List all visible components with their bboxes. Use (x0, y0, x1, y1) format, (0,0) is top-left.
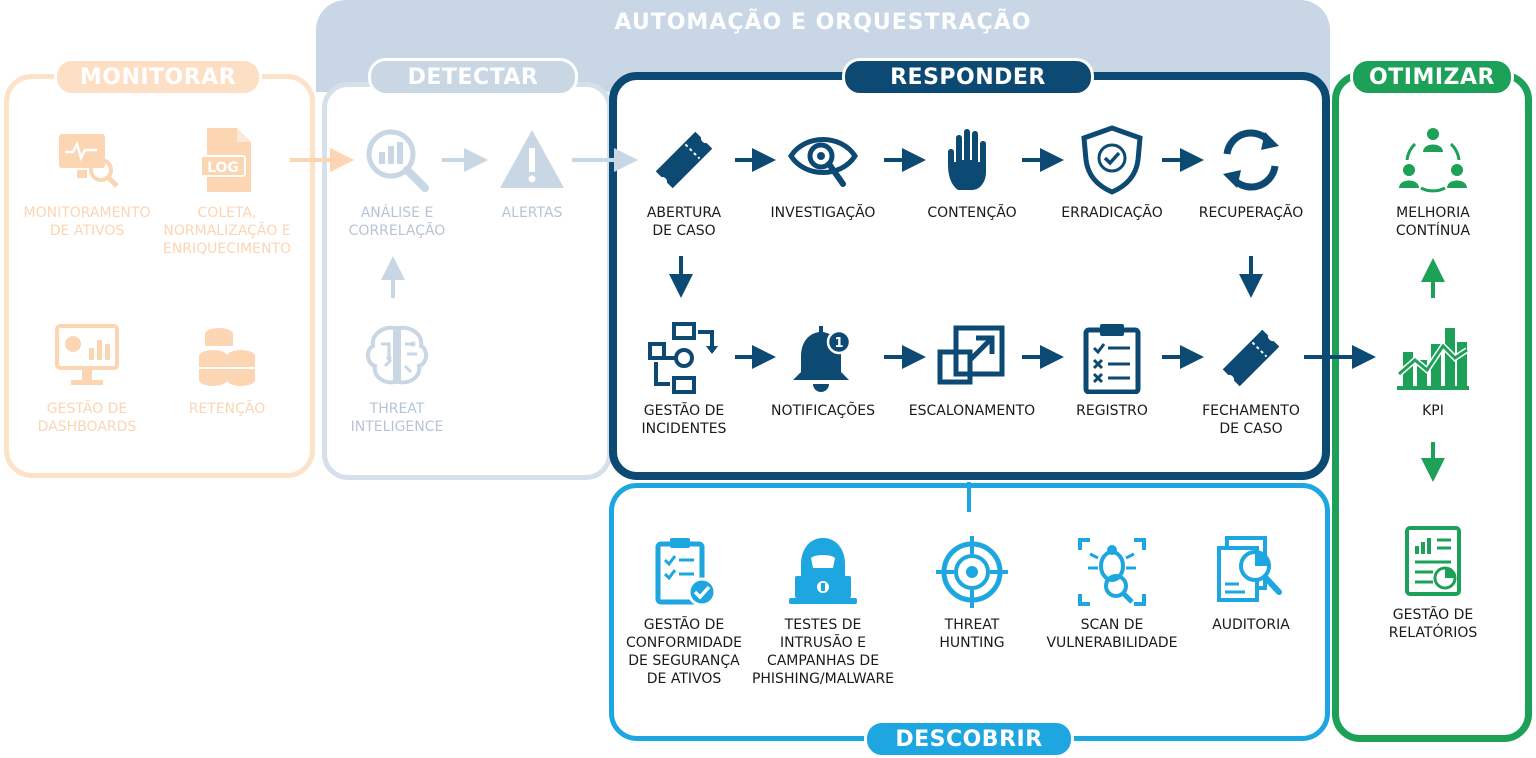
node-gestao-de-incidentes: GESTÃO DE INCIDENTES (609, 322, 759, 438)
expand-arrow-icon (937, 325, 1005, 385)
node-gestao-de-conformidade: GESTÃO DE CONFORMIDADE DE SEGURANÇA DE A… (609, 536, 759, 688)
node-kpi: KPI (1358, 322, 1508, 420)
node-abertura-de-caso: ABERTURA DE CASO (609, 124, 759, 240)
workflow-icon (648, 322, 718, 394)
node-retencao: RETENÇÃO (152, 320, 302, 418)
section-otimizar (1332, 72, 1532, 742)
node-label: ERRADICAÇÃO (1061, 205, 1163, 221)
log-file-icon: LOG (200, 128, 251, 192)
node-label: ESCALONAMENTO (908, 403, 1036, 419)
node-label: THREAT HUNTING (939, 617, 1005, 651)
clipboard-checklist-icon (1083, 324, 1141, 394)
node-coleta: LOG COLETA, NORMALIZAÇÃO E ENRIQUECIMENT… (152, 124, 302, 258)
node-label: REGISTRO (1076, 403, 1148, 419)
refresh-icon (1223, 129, 1279, 191)
node-escalonamento: ESCALONAMENTO (897, 322, 1047, 420)
node-erradicacao: ERRADICAÇÃO (1037, 124, 1187, 222)
hacker-laptop-icon (789, 538, 857, 604)
crosshair-icon (936, 536, 1008, 608)
section-title-responder: RESPONDER (842, 58, 1094, 96)
ticket-icon (655, 131, 713, 189)
report-document-icon (1405, 526, 1461, 596)
database-icon (199, 328, 255, 386)
node-label: COLETA, NORMALIZAÇÃO E ENRIQUECIMENTO (162, 205, 292, 257)
audit-report-icon (1217, 536, 1282, 602)
brain-circuit-icon (366, 325, 428, 385)
warning-icon (500, 130, 564, 188)
bug-scan-icon (1078, 538, 1146, 606)
compliance-clipboard-icon (655, 538, 717, 607)
team-cycle-icon (1399, 128, 1467, 193)
kpi-chart-icon (1397, 328, 1469, 390)
node-label: FECHAMENTO DE CASO (1202, 403, 1300, 437)
node-contencao: CONTENÇÃO (897, 124, 1047, 222)
monitor-search-icon (59, 134, 119, 188)
node-scan-de-vulnerabilidade: SCAN DE VULNERABILIDADE (1037, 536, 1187, 652)
node-label: RECUPERAÇÃO (1198, 205, 1304, 221)
node-label: CONTENÇÃO (927, 205, 1017, 221)
node-label: GESTÃO DE INCIDENTES (641, 403, 727, 437)
node-label: GESTÃO DE RELATÓRIOS (1388, 607, 1478, 641)
node-fechamento-de-caso: FECHAMENTO DE CASO (1176, 322, 1326, 438)
node-label: ABERTURA DE CASO (646, 205, 722, 239)
automation-band-title: AUTOMAÇÃO E ORQUESTRAÇÃO (614, 10, 1032, 35)
node-label: RETENÇÃO (188, 401, 266, 417)
section-title-otimizar: OTIMIZAR (1350, 58, 1514, 96)
node-registro: REGISTRO (1037, 322, 1187, 420)
node-melhoria-continua: MELHORIA CONTÍNUA (1358, 124, 1508, 240)
node-label: MELHORIA CONTÍNUA (1395, 205, 1471, 239)
ticket-icon (1222, 329, 1280, 387)
node-label: THREAT INTELIGENCE (350, 401, 444, 435)
bell-icon: 1 (793, 326, 852, 392)
node-label: AUDITORIA (1212, 617, 1290, 633)
node-auditoria: AUDITORIA (1176, 536, 1326, 634)
node-notificacoes: 1 NOTIFICAÇÕES (748, 322, 898, 420)
node-recuperacao: RECUPERAÇÃO (1176, 124, 1326, 222)
node-analise-e-correlacao: ANÁLISE E CORRELAÇÃO (322, 124, 472, 240)
node-label: SCAN DE VULNERABILIDADE (1046, 617, 1178, 651)
node-label: NOTIFICAÇÕES (771, 403, 875, 419)
dashboard-monitor-icon (55, 324, 119, 385)
shield-check-icon (1081, 125, 1143, 195)
node-label: KPI (1422, 403, 1444, 419)
node-threat-inteligence: THREAT INTELIGENCE (322, 320, 472, 436)
node-investigacao: INVESTIGAÇÃO (748, 124, 898, 222)
hand-stop-icon (948, 129, 986, 190)
node-label: GESTÃO DE CONFORMIDADE DE SEGURANÇA DE A… (625, 617, 742, 687)
node-gestao-de-dashboards: GESTÃO DE DASHBOARDS (12, 320, 162, 436)
notification-badge: 1 (834, 336, 843, 351)
node-monitoramento-de-ativos: MONITORAMENTO DE ATIVOS (12, 124, 162, 240)
node-label: TESTES DE INTRUSÃO E CAMPANHAS DE PHISHI… (751, 617, 895, 687)
section-descobrir (609, 483, 1330, 741)
node-testes-de-intrusao: TESTES DE INTRUSÃO E CAMPANHAS DE PHISHI… (748, 536, 898, 688)
node-threat-hunting: THREAT HUNTING (897, 536, 1047, 652)
node-label: INVESTIGAÇÃO (770, 205, 876, 221)
section-responder (609, 72, 1330, 480)
svg-text:LOG: LOG (207, 160, 239, 176)
section-title-monitorar: MONITORAR (54, 58, 262, 96)
section-title-detectar: DETECTAR (368, 58, 578, 96)
node-label: GESTÃO DE DASHBOARDS (37, 401, 137, 435)
section-monitorar (4, 74, 315, 478)
node-label: ALERTAS (501, 205, 563, 221)
node-alertas: ALERTAS (457, 124, 607, 222)
section-title-descobrir: DESCOBRIR (864, 720, 1074, 758)
node-gestao-de-relatorios: GESTÃO DE RELATÓRIOS (1358, 526, 1508, 642)
node-label: ANÁLISE E CORRELAÇÃO (348, 205, 446, 239)
eye-search-icon (788, 137, 858, 187)
chart-magnifier-icon (366, 129, 429, 192)
node-label: MONITORAMENTO DE ATIVOS (23, 205, 151, 239)
